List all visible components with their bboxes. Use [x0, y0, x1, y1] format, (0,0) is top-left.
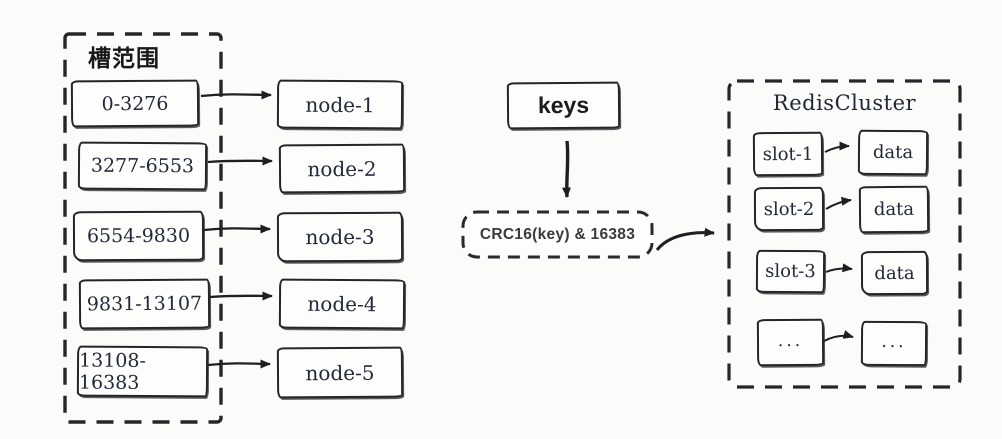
cluster-data-box: data: [857, 129, 929, 176]
cluster-slot-box: slot-3: [755, 249, 826, 294]
cluster-data-box: data: [858, 185, 930, 234]
cluster-data-box: data: [860, 250, 929, 296]
node-box: node-3: [276, 211, 404, 263]
cluster-slot-box: ...: [756, 318, 825, 367]
arrow-slot1-data: [824, 141, 850, 153]
arrow-keys-hash: [562, 140, 571, 198]
hash-function-box-border: [461, 210, 654, 259]
node-box: node-1: [276, 79, 404, 130]
slot-range-box: 13108-16383: [76, 345, 209, 398]
cluster-slot-box: slot-2: [753, 186, 825, 232]
cluster-slot-box: slot-1: [752, 131, 824, 177]
slot-range-box: 3277-6553: [77, 141, 208, 191]
arrow-slot2-data: [825, 196, 852, 210]
slot-range-title: 槽范围: [88, 45, 160, 71]
arrow-range1-node1: [200, 90, 272, 100]
arrow-range4-node4: [209, 291, 273, 301]
slot-range-box: 6554-9830: [72, 210, 205, 262]
node-box: node-5: [276, 346, 404, 399]
keys-box: keys: [506, 81, 621, 130]
arrow-range2-node2: [207, 156, 273, 166]
arrow-range3-node3: [203, 224, 271, 234]
arrow-slots-data: [825, 263, 853, 273]
node-box: node-2: [278, 143, 406, 194]
arrow-hash-cluster: [655, 227, 715, 251]
slot-range-box: 0-3276: [70, 79, 200, 128]
hash-function-label: CRC16(key) & 16383: [479, 225, 636, 243]
redis-cluster-title: RedisCluster: [772, 91, 917, 115]
arrow-dots-data: [823, 330, 854, 342]
slot-range-box: 9831-13107: [78, 278, 211, 330]
cluster-data-box: ...: [860, 320, 928, 367]
node-box: node-4: [278, 278, 406, 330]
redis-cluster-container-border: [727, 79, 962, 389]
arrow-range5-node5: [207, 359, 271, 369]
